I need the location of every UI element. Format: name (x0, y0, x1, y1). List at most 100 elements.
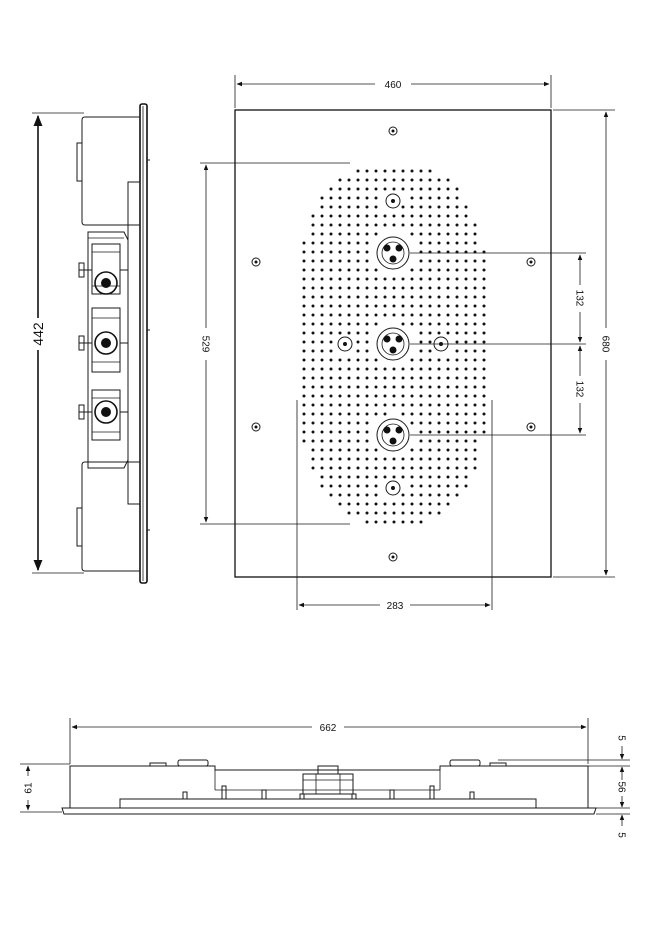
spray-nozzle-dot (419, 169, 423, 173)
spray-nozzle-dot (455, 241, 459, 245)
spray-nozzle-dot (473, 439, 477, 443)
spray-nozzle-dot (401, 394, 405, 398)
spray-nozzle-dot (392, 502, 396, 506)
spray-nozzle-dot (419, 457, 423, 461)
spray-nozzle-dot (311, 385, 315, 389)
spray-nozzle-dot (311, 340, 315, 344)
spray-nozzle-dot (302, 241, 306, 245)
spray-nozzle-dot (419, 178, 423, 182)
spray-nozzle-dot (302, 259, 306, 263)
spray-nozzle-dot (365, 466, 369, 470)
spray-nozzle-dot (428, 214, 432, 218)
spray-nozzle-dot (410, 358, 414, 362)
spray-nozzle-dot (374, 358, 378, 362)
spray-nozzle-dot (464, 223, 468, 227)
spray-nozzle-dot (320, 484, 324, 488)
spray-nozzle-dot (446, 286, 450, 290)
side-box-upper (81, 116, 141, 226)
spray-nozzle-dot (392, 295, 396, 299)
spray-nozzle-dot (437, 493, 441, 497)
spray-nozzle-dot (410, 277, 414, 281)
spray-nozzle-dot (365, 376, 369, 380)
spray-nozzle-dot (419, 268, 423, 272)
spray-nozzle-dot (329, 376, 333, 380)
spray-nozzle-dot (419, 511, 423, 515)
spray-nozzle-dot (302, 277, 306, 281)
spray-nozzle-dot (356, 493, 360, 497)
spray-nozzle-dot (464, 331, 468, 335)
spray-nozzle-dot (446, 196, 450, 200)
spray-nozzle-dot (320, 331, 324, 335)
spray-nozzle-dot (302, 430, 306, 434)
spray-nozzle-dot (302, 304, 306, 308)
spray-nozzle-dot (419, 313, 423, 317)
spray-nozzle-dot (392, 457, 396, 461)
spray-nozzle-dot (374, 520, 378, 524)
spray-nozzle-dot (455, 340, 459, 344)
spray-nozzle-dot (302, 358, 306, 362)
spray-nozzle-dot (374, 313, 378, 317)
spray-nozzle-dot (392, 304, 396, 308)
spray-nozzle-dot (473, 223, 477, 227)
spray-nozzle-dot (329, 358, 333, 362)
spray-nozzle-dot (311, 358, 315, 362)
spray-nozzle-dot (365, 250, 369, 254)
spray-nozzle-dot (446, 223, 450, 227)
spray-nozzle-dot (356, 367, 360, 371)
spray-nozzle-dot (437, 385, 441, 389)
spray-nozzle-dot (338, 493, 342, 497)
spray-nozzle-dot (374, 169, 378, 173)
spray-nozzle-dot (356, 169, 360, 173)
spray-nozzle-dot (455, 412, 459, 416)
spray-nozzle-dot (446, 439, 450, 443)
spray-nozzle-dot (428, 277, 432, 281)
spray-nozzle-dot (473, 286, 477, 290)
spray-nozzle-dot (320, 232, 324, 236)
spray-nozzle-dot (428, 196, 432, 200)
spray-nozzle-dot (428, 394, 432, 398)
spray-nozzle-dot (365, 232, 369, 236)
spray-nozzle-dot (365, 214, 369, 218)
spray-nozzle-dot (482, 403, 486, 407)
spray-nozzle-dot (428, 286, 432, 290)
spray-nozzle-dot (437, 277, 441, 281)
spray-nozzle-dot (302, 421, 306, 425)
bottom-plate (61, 807, 597, 815)
spray-nozzle-dot (473, 232, 477, 236)
spray-nozzle-dot (473, 259, 477, 263)
spray-nozzle-dot (410, 385, 414, 389)
spray-nozzle-dot (356, 457, 360, 461)
side-plate (139, 103, 148, 584)
spray-nozzle-dot (383, 277, 387, 281)
spray-nozzle-dot (329, 286, 333, 290)
spray-nozzle-dot (446, 358, 450, 362)
spray-nozzle-dot (329, 367, 333, 371)
dim-front-width: 460 (234, 75, 552, 108)
spray-nozzle-dot (428, 403, 432, 407)
spray-nozzle-dot (401, 475, 405, 479)
spray-nozzle-dot (482, 322, 486, 326)
spray-nozzle-dot (302, 349, 306, 353)
jet-nozzle-bottom (376, 418, 410, 452)
spray-nozzle-dot (320, 214, 324, 218)
spray-nozzle-dot (365, 421, 369, 425)
dim-bottom-right: 5 56 5 (498, 735, 630, 838)
spray-nozzle-dot (374, 475, 378, 479)
spray-nozzle-dot (401, 493, 405, 497)
spray-nozzle-dot (410, 169, 414, 173)
spray-nozzle-dot (320, 421, 324, 425)
spray-nozzle-dot (410, 286, 414, 290)
spray-nozzle-dot (329, 340, 333, 344)
spray-nozzle-dot (302, 331, 306, 335)
spray-nozzle-dot (347, 196, 351, 200)
spray-nozzle-dot (320, 457, 324, 461)
spray-nozzle-dot (446, 178, 450, 182)
spray-nozzle-dot (410, 304, 414, 308)
front-plate (234, 109, 552, 578)
dim-label-662: 662 (320, 723, 337, 734)
spray-nozzle-dot (410, 421, 414, 425)
spray-nozzle-dot (437, 394, 441, 398)
spray-nozzle-dot (455, 322, 459, 326)
spray-nozzle-dot (365, 358, 369, 362)
spray-nozzle-dot (464, 448, 468, 452)
